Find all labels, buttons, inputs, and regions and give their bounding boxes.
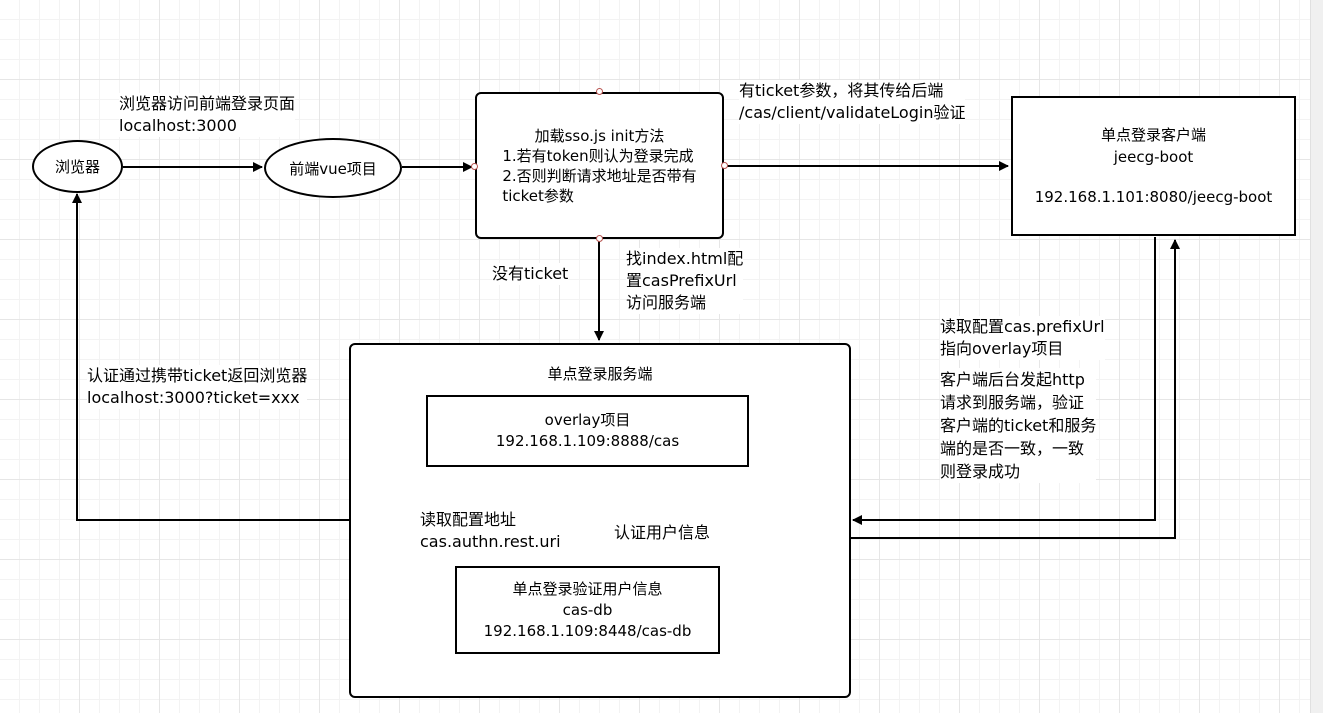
label-line: 读取配置地址 [420,510,517,529]
label-line: 客户端后台发起http [940,370,1085,389]
browser-node-label: 浏览器 [54,158,100,176]
label-line: 置casPrefixUrl [626,271,737,290]
label-line: cas.authn.rest.uri [420,532,561,551]
label-auth-return: 认证通过携带ticket返回浏览器 localhost:3000?ticket=… [87,365,308,409]
sso-init-line-1: 加载sso.js init方法 [534,126,665,145]
label-line: 指向overlay项目 [940,339,1064,358]
label-line: localhost:3000?ticket=xxx [87,388,300,407]
arrow-server-to-client [851,239,1180,539]
label-line: 认证用户信息 [614,523,711,542]
overlay-address: 192.168.1.109:8888/cas [495,432,680,450]
label-find-index: 找index.html配 置casPrefixUrl 访问服务端 [626,248,744,314]
label-line: 则登录成功 [940,462,1021,481]
sso-init-line-4: ticket参数 [502,186,574,205]
label-read-prefix: 读取配置cas.prefixUrl 指向overlay项目 [940,316,1105,360]
connection-port [471,163,478,170]
label-line: /cas/client/validateLogin验证 [739,103,966,122]
label-line: 客户端的ticket和服务 [940,416,1097,435]
label-client-request: 客户端后台发起http 请求到服务端，验证 客户端的ticket和服务 端的是否… [940,368,1097,483]
label-line: 没有ticket [492,264,569,283]
cas-db-title: 单点登录验证用户信息 [512,579,663,598]
sso-client-address: 192.168.1.101:8080/jeecg-boot [1034,188,1273,206]
frontend-node-label: 前端vue项目 [289,159,377,178]
connection-port [721,162,728,169]
overlay-node[interactable]: overlay项目 192.168.1.109:8888/cas [426,395,749,467]
label-line: 有ticket参数，将其传给后端 [739,81,944,100]
label-line: 找index.html配 [626,249,744,268]
sso-server-title: 单点登录服务端 [547,365,653,383]
label-line: 访问服务端 [626,293,707,312]
sso-client-title: 单点登录客户端 [1100,126,1206,144]
label-line: 端的是否一致，一致 [940,439,1085,458]
label-browser-to-frontend: 浏览器访问前端登录页面 localhost:3000 [119,93,296,137]
arrow-server-to-browser [72,193,350,521]
vertical-scrollbar[interactable] [1310,0,1323,713]
connection-port [596,235,603,242]
label-line: 读取配置cas.prefixUrl [940,317,1105,336]
overlay-name: overlay项目 [544,411,631,429]
browser-node[interactable]: 浏览器 [32,140,123,193]
label-read-config: 读取配置地址 cas.authn.rest.uri [420,509,561,553]
label-no-ticket: 没有ticket [492,263,569,285]
sso-client-node[interactable]: 单点登录客户端 jeecg-boot 192.168.1.101:8080/je… [1011,96,1296,236]
label-auth-user: 认证用户信息 [614,522,711,544]
frontend-node[interactable]: 前端vue项目 [264,138,402,198]
sso-init-line-2: 1.若有token则认为登录完成 [502,146,694,165]
label-line: 认证通过携带ticket返回浏览器 [87,366,308,385]
arrow-client-to-server [852,237,1156,525]
cas-db-address: 192.168.1.109:8448/cas-db [483,621,692,640]
cas-db-node[interactable]: 单点登录验证用户信息 cas-db 192.168.1.109:8448/cas… [455,566,720,654]
sso-client-name: jeecg-boot [1113,148,1194,166]
sso-init-line-3: 2.否则判断请求地址是否带有 [502,166,697,185]
sso-init-node[interactable]: 加载sso.js init方法 1.若有token则认为登录完成 2.否则判断请… [475,92,724,239]
label-has-ticket: 有ticket参数，将其传给后端 /cas/client/validateLog… [739,80,966,124]
label-line: localhost:3000 [119,116,237,135]
cas-db-name: cas-db [562,600,613,619]
label-line: 浏览器访问前端登录页面 [119,94,296,113]
connection-port [596,88,603,95]
label-line: 请求到服务端，验证 [940,393,1085,412]
